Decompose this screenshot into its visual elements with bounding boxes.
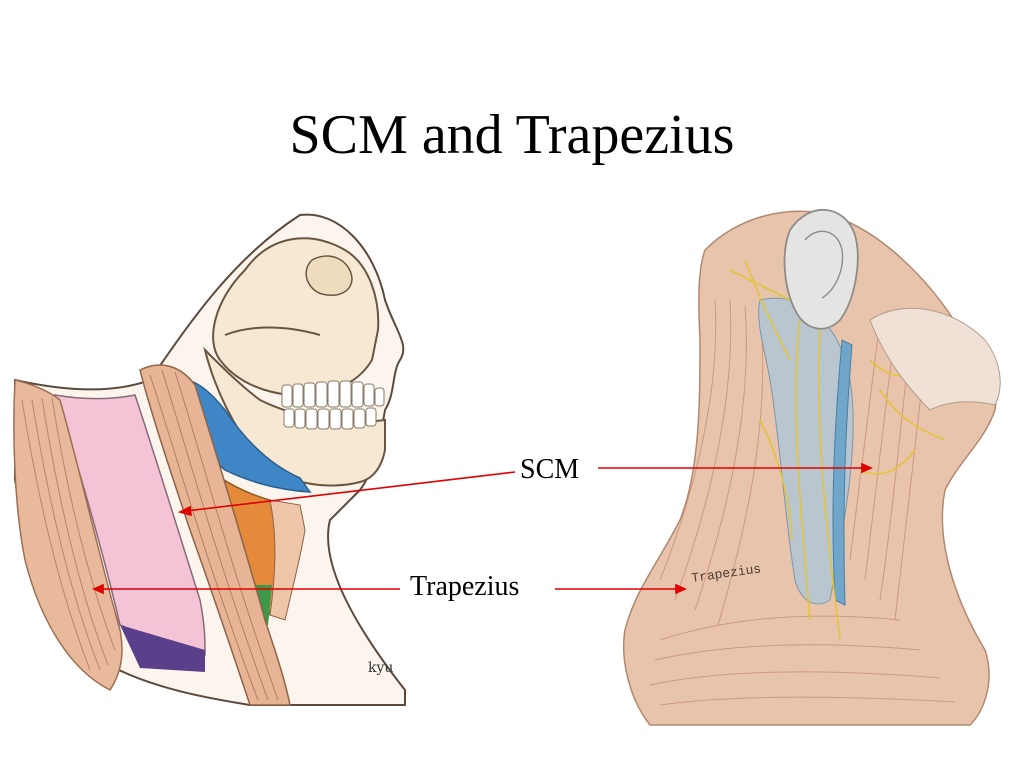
scm-arrowhead-left <box>177 505 192 517</box>
cervical-nerves <box>729 259 946 641</box>
trapezius-muscle-left <box>13 379 123 691</box>
sternocleidomastoid-left <box>139 364 291 706</box>
external-jugular-vein <box>832 339 853 606</box>
teeth <box>281 380 385 430</box>
ear <box>783 208 859 330</box>
face-region-right <box>869 307 1001 411</box>
artist-signature: kyu <box>368 660 393 676</box>
ear-helix <box>804 230 844 299</box>
skull <box>212 237 380 397</box>
orbit <box>305 255 353 296</box>
purple-region <box>120 625 205 672</box>
scm-label: SCM <box>520 454 580 485</box>
pointer-lines <box>92 462 873 595</box>
trapezius-arrowhead-left <box>92 583 104 595</box>
trapezius-arrowhead-right <box>675 583 687 595</box>
slide-title: SCM and Trapezius <box>289 104 735 166</box>
posterior-triangle <box>53 394 206 657</box>
trapezius-label: Trapezius <box>410 571 520 602</box>
scm-arrowhead-right <box>861 462 873 474</box>
scm-pointer-left <box>185 471 516 512</box>
scm-fibers-left <box>149 369 279 701</box>
zygomatic-arch <box>224 326 321 336</box>
trapezius-fibers-left <box>21 397 116 671</box>
left-neck-illustration: kyu <box>13 213 406 706</box>
strap-muscle <box>269 499 306 621</box>
